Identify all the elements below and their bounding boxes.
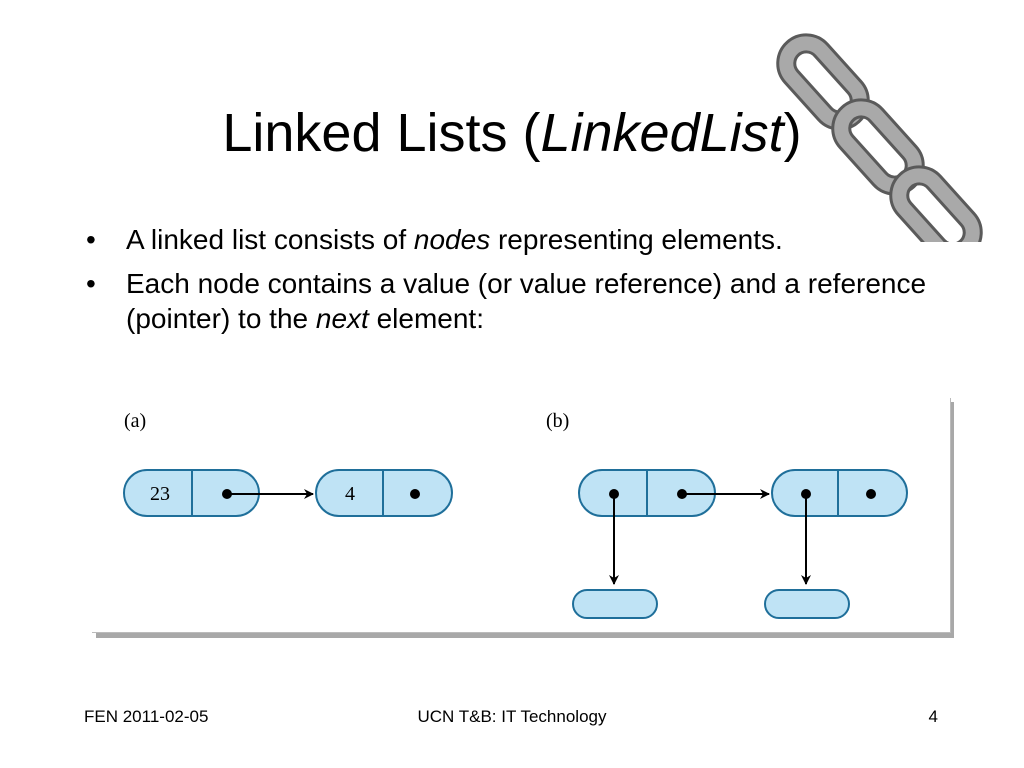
title-suffix: ) xyxy=(783,103,802,163)
footer-course: UCN T&B: IT Technology xyxy=(417,707,607,726)
bullet-text-emphasis: next xyxy=(315,303,369,334)
footer-page-number: 4 xyxy=(928,707,938,726)
label-a: (a) xyxy=(124,410,146,432)
linked-list-figure: (a) (b) 23 4 xyxy=(92,398,958,640)
bullet-item: • A linked list consists of nodes represe… xyxy=(84,222,984,257)
node-a1-value: 23 xyxy=(150,483,170,505)
node-a2: 4 xyxy=(315,469,453,517)
title-italic: LinkedList xyxy=(540,103,784,163)
bullet-dot: • xyxy=(86,268,96,299)
title-prefix: Linked Lists ( xyxy=(222,103,541,163)
bullet-dot: • xyxy=(86,224,96,255)
value-b1 xyxy=(572,589,658,619)
bullet-text-post: representing elements. xyxy=(490,224,783,255)
slide-title: Linked Lists (LinkedList) xyxy=(0,98,1024,168)
bullet-text-post: element: xyxy=(368,303,484,334)
footer-date: FEN 2011-02-05 xyxy=(84,707,209,726)
chain-icon xyxy=(776,33,983,242)
bullet-text-pre: Each node contains a value (or value ref… xyxy=(126,268,927,334)
label-b: (b) xyxy=(546,410,569,432)
bullet-text-emphasis: nodes xyxy=(413,224,491,255)
node-a2-value: 4 xyxy=(345,483,355,505)
bullet-item: • Each node contains a value (or value re… xyxy=(84,266,984,336)
bullet-list: • A linked list consists of nodes represe… xyxy=(84,222,984,345)
value-b2 xyxy=(764,589,850,619)
bullet-text-pre: A linked list consists of xyxy=(126,224,414,255)
figure-diagram: (a) (b) 23 4 xyxy=(92,398,951,633)
node-b2 xyxy=(771,469,908,517)
